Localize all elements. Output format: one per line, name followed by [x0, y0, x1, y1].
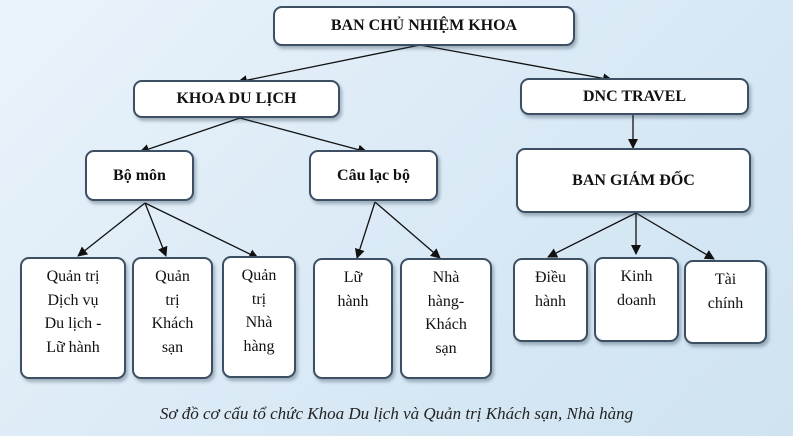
- quan-tri-dich-vu-du-lich-lu-hanh-box: Quản trị Dịch vụ Du lịch - Lữ hành: [20, 257, 126, 379]
- ban-chu-nhiem-khoa-label: BAN CHỦ NHIỆM KHOA: [330, 17, 518, 34]
- arrow-caulacbo-to-luhanh: [354, 201, 376, 259]
- leaf-line: sạn: [161, 338, 184, 356]
- leaf-line: hàng-: [427, 292, 465, 310]
- leaf-line: Nhà: [245, 314, 273, 331]
- leaf-line: doanh: [616, 291, 657, 309]
- diagram-caption: Sơ đồ cơ cấu tổ chức Khoa Du lịch và Quả…: [159, 404, 634, 423]
- ban-chu-nhiem-khoa-box: BAN CHỦ NHIỆM KHOA: [273, 6, 575, 46]
- quan-tri-nha-hang-box: Quản trị Nhà hàng: [222, 256, 296, 378]
- bo-mon-box: Bộ môn: [85, 150, 194, 201]
- khoa-du-lich-box: KHOA DU LỊCH: [133, 80, 340, 118]
- leaf-line: hàng: [243, 337, 275, 355]
- leaf-line: Quản trị: [46, 268, 100, 285]
- tai-chinh-box: Tài chính: [684, 260, 767, 344]
- lu-hanh-box: Lữ hành: [313, 258, 393, 379]
- ban-giam-doc-box: BAN GIÁM ĐỐC: [516, 148, 751, 213]
- leaf-line: Khách: [425, 316, 467, 333]
- arrow-bgd-to-taichinh: [635, 212, 715, 260]
- kinh-doanh-box: Kinh doanh: [594, 257, 679, 342]
- arrow-bomon-to-nhahang: [144, 202, 259, 259]
- leaf-line: Điều: [534, 269, 567, 286]
- arrow-khoa-to-caulacbo: [239, 117, 368, 155]
- dnc-travel-label: DNC TRAVEL: [583, 87, 686, 105]
- cau-lac-bo-label: Câu lạc bộ: [337, 166, 410, 184]
- leaf-line: Kinh: [620, 268, 653, 285]
- leaf-line: Khách: [151, 315, 194, 332]
- arrow-root-to-khoa: [237, 44, 421, 86]
- arrow-caulacbo-to-nhahangks: [374, 201, 441, 259]
- khoa-du-lich-label: KHOA DU LỊCH: [176, 90, 297, 107]
- leaf-line: hành: [337, 292, 369, 310]
- ban-giam-doc-label: BAN GIÁM ĐỐC: [572, 171, 695, 189]
- leaf-line: Lữ: [343, 269, 363, 286]
- bo-mon-label: Bộ môn: [113, 166, 166, 184]
- leaf-line: Quản: [155, 268, 190, 285]
- leaf-line: Lữ hành: [46, 338, 100, 356]
- arrow-bgd-to-dieuhanh: [547, 212, 637, 258]
- leaf-line: Tài: [714, 271, 737, 288]
- arrow-root-to-dnc: [419, 44, 613, 84]
- leaf-line: trị: [251, 290, 267, 308]
- arrow-bomon-to-khachsan: [144, 202, 168, 257]
- dnc-travel-box: DNC TRAVEL: [520, 78, 749, 115]
- leaf-line: Nhà: [432, 269, 460, 286]
- nha-hang-khach-san-box: Nhà hàng- Khách sạn: [400, 258, 492, 379]
- leaf-line: Du lịch -: [44, 315, 102, 332]
- quan-tri-khach-san-box: Quản trị Khách sạn: [132, 257, 213, 379]
- leaf-line: chính: [707, 294, 744, 312]
- leaf-line: hành: [534, 292, 567, 310]
- arrow-khoa-to-bomon: [139, 117, 241, 154]
- leaf-line: Quản: [241, 267, 277, 284]
- cau-lac-bo-box: Câu lạc bộ: [309, 150, 438, 201]
- dieu-hanh-box: Điều hành: [513, 258, 588, 342]
- leaf-line: sạn: [435, 339, 457, 357]
- leaf-line: Dịch vụ: [47, 291, 99, 309]
- leaf-line: trị: [165, 291, 180, 309]
- arrow-bomon-to-dichvu: [77, 202, 146, 257]
